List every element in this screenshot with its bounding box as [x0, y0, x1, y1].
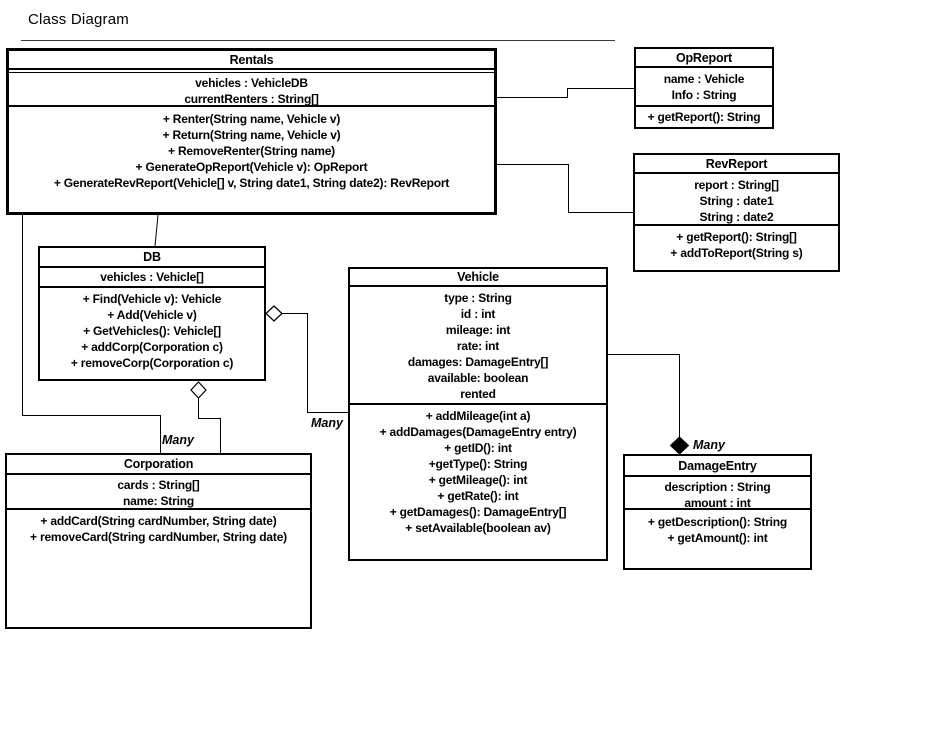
method: + getDescription(): String: [647, 515, 788, 529]
class-revreport: RevReport report : String[] String : dat…: [633, 153, 840, 272]
attribute: vehicles : VehicleDB: [195, 76, 308, 90]
method: + getID(): int: [444, 441, 512, 455]
class-opreport-attributes: name : Vehicle Info : String: [636, 68, 772, 107]
method: + addCorp(Corporation c): [81, 340, 223, 354]
aggregation-diamond-db-corporation-icon: [190, 381, 207, 399]
class-corporation-attributes: cards : String[] name: String: [7, 475, 310, 510]
attribute: name : Vehicle: [663, 72, 745, 86]
connector-rentals-opreport: [497, 88, 634, 98]
multiplicity-label-corporation: Many: [162, 433, 194, 447]
class-opreport-methods: + getReport(): String: [636, 107, 772, 127]
attribute: type : String: [444, 291, 512, 305]
method: + removeCorp(Corporation c): [70, 356, 234, 370]
method: + setAvailable(boolean av): [405, 521, 551, 535]
class-vehicle-attributes: type : String id : int mileage: int rate…: [350, 287, 606, 405]
class-damageentry-attributes: description : String amount : int: [625, 477, 810, 510]
attribute: amount : int: [684, 496, 751, 510]
connector-db-corporation: [198, 397, 221, 453]
connector-rentals-revreport: [497, 164, 633, 213]
composition-diamond-vehicle-damageentry-icon: [669, 436, 690, 455]
attribute: vehicles : Vehicle[]: [100, 270, 204, 284]
class-db-attributes: vehicles : Vehicle[]: [40, 268, 264, 288]
class-revreport-methods: + getReport(): String[] + addToReport(St…: [635, 226, 838, 270]
method: + removeCard(String cardNumber, String d…: [30, 530, 287, 544]
multiplicity-label-damageentry: Many: [693, 438, 725, 452]
method: + addCard(String cardNumber, String date…: [40, 514, 277, 528]
method: + addDamages(DamageEntry entry): [379, 425, 577, 439]
attribute: currentRenters : String[]: [184, 92, 319, 106]
connector-rentals-db: [154, 214, 159, 247]
class-db-name: DB: [40, 248, 264, 268]
method: + getMileage(): int: [428, 473, 528, 487]
method: + Add(Vehicle v): [107, 308, 197, 322]
method: + addToReport(String s): [670, 246, 803, 260]
title-underline: [21, 40, 615, 41]
class-rentals-attributes: vehicles : VehicleDB currentRenters : St…: [9, 72, 494, 107]
class-vehicle-methods: + addMileage(int a) + addDamages(DamageE…: [350, 405, 606, 559]
attribute: rate: int: [456, 339, 500, 353]
attribute: damages: DamageEntry[]: [407, 355, 549, 369]
method: + getReport(): String: [647, 110, 761, 124]
class-rentals-name: Rentals: [9, 51, 494, 70]
attribute: String : date1: [699, 194, 774, 208]
method: +getType(): String: [428, 457, 528, 471]
class-corporation-methods: + addCard(String cardNumber, String date…: [7, 510, 310, 627]
attribute: report : String[]: [694, 178, 779, 192]
method: + Return(String name, Vehicle v): [162, 128, 341, 142]
method: + Renter(String name, Vehicle v): [162, 112, 341, 126]
class-damageentry: DamageEntry description : String amount …: [623, 454, 812, 570]
class-revreport-name: RevReport: [635, 155, 838, 174]
attribute: rented: [460, 387, 496, 401]
class-corporation: Corporation cards : String[] name: Strin…: [5, 453, 312, 629]
connector-db-vehicle: [282, 313, 348, 413]
method: + getAmount(): int: [667, 531, 768, 545]
class-damageentry-methods: + getDescription(): String + getAmount()…: [625, 510, 810, 568]
method: + GenerateOpReport(Vehicle v): OpReport: [135, 160, 368, 174]
method: + getDamages(): DamageEntry[]: [389, 505, 567, 519]
class-db: DB vehicles : Vehicle[] + Find(Vehicle v…: [38, 246, 266, 381]
multiplicity-label-vehicle: Many: [311, 416, 343, 430]
connector-vehicle-damageentry: [608, 354, 680, 440]
attribute: mileage: int: [445, 323, 511, 337]
class-damageentry-name: DamageEntry: [625, 456, 810, 477]
class-opreport-name: OpReport: [636, 49, 772, 68]
method: + getReport(): String[]: [676, 230, 797, 244]
method: + GetVehicles(): Vehicle[]: [83, 324, 221, 338]
class-corporation-name: Corporation: [7, 455, 310, 475]
page-title: Class Diagram: [28, 11, 129, 28]
class-vehicle: Vehicle type : String id : int mileage: …: [348, 267, 608, 561]
attribute: name: String: [123, 494, 194, 508]
method: + Find(Vehicle v): Vehicle: [82, 292, 222, 306]
attribute: id : int: [460, 307, 496, 321]
attribute: cards : String[]: [117, 478, 200, 492]
class-db-methods: + Find(Vehicle v): Vehicle + Add(Vehicle…: [40, 288, 264, 379]
method: + addMileage(int a): [425, 409, 531, 423]
aggregation-diamond-db-vehicle-icon: [265, 305, 283, 322]
class-vehicle-name: Vehicle: [350, 269, 606, 287]
attribute: Info : String: [671, 88, 737, 102]
attribute: available: boolean: [427, 371, 529, 385]
attribute: String : date2: [699, 210, 774, 224]
class-rentals: Rentals vehicles : VehicleDB currentRent…: [6, 48, 497, 215]
class-rentals-methods: + Renter(String name, Vehicle v) + Retur…: [9, 107, 494, 212]
method: + getRate(): int: [437, 489, 519, 503]
method: + GenerateRevReport(Vehicle[] v, String …: [53, 176, 450, 190]
method: + RemoveRenter(String name): [168, 144, 335, 158]
class-revreport-attributes: report : String[] String : date1 String …: [635, 174, 838, 226]
attribute: description : String: [664, 480, 771, 494]
class-opreport: OpReport name : Vehicle Info : String + …: [634, 47, 774, 129]
